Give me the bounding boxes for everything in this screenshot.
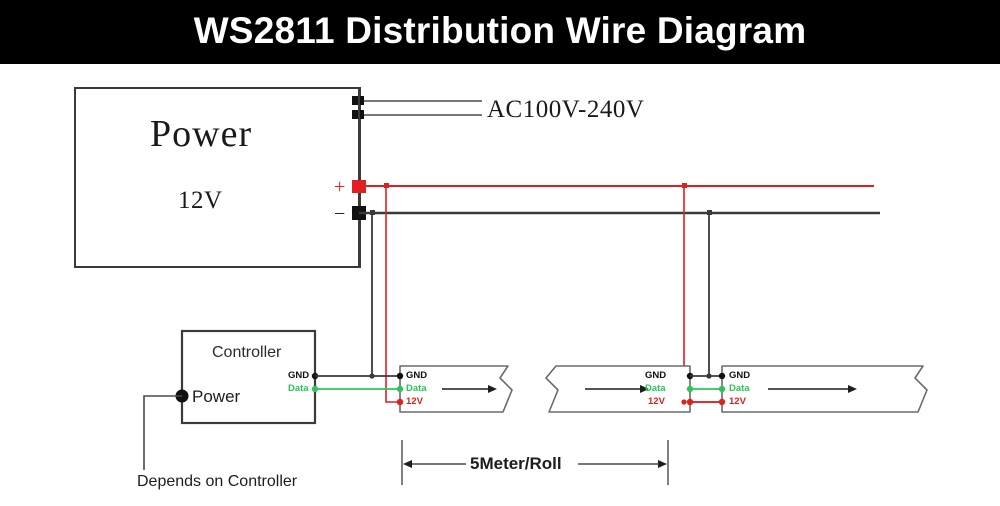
strip3-12v-pin-dot xyxy=(718,398,726,406)
strip2-pin-data-label: Data xyxy=(645,383,666,394)
gnd-junction-dot-strip3 xyxy=(706,373,712,379)
strip1-pin-12v-label: 12V xyxy=(406,396,423,407)
ac-input-label: AC100V-240V xyxy=(487,96,645,123)
gnd-junction-dot-strip1 xyxy=(369,373,375,379)
power-supply-voltage: 12V xyxy=(178,187,223,214)
dimension-arrow-left xyxy=(403,460,412,468)
controller-box xyxy=(180,329,317,425)
controller-pin-gnd-label: GND xyxy=(288,370,310,381)
dimension-arrow-right xyxy=(658,460,667,468)
power-supply-box xyxy=(74,87,361,268)
strip2-flow-arrow-head xyxy=(640,385,649,393)
strip3-pin-data-label: Data xyxy=(729,383,750,394)
strip1-gnd-pin-dot xyxy=(396,372,404,380)
strip3-pin-gnd-label: GND xyxy=(729,370,751,381)
controller-note: Depends on Controller xyxy=(137,473,298,490)
positive-terminal-label: + xyxy=(334,176,346,198)
strip3-gnd-pin-dot xyxy=(718,372,726,380)
strip1-pin-data-label: Data xyxy=(406,383,427,394)
strip3-pin-12v-label: 12V xyxy=(729,396,746,407)
positive-bus-tap-1 xyxy=(384,183,389,188)
title-bar xyxy=(0,0,1000,64)
dimension-label: 5Meter/Roll xyxy=(470,454,562,473)
controller-pin-data-label: Data xyxy=(288,383,309,394)
strip1-flow-arrow-head xyxy=(488,385,497,393)
strip3-data-pin-dot xyxy=(718,385,726,393)
positive-drop-strip1 xyxy=(385,186,400,403)
strip1-data-pin-dot xyxy=(396,385,404,393)
controller-title: Controller xyxy=(212,344,282,361)
strip2-pin-12v-label: 12V xyxy=(648,396,665,407)
ground-bus-tap-1 xyxy=(370,210,375,215)
strip1-12v-pin-dot xyxy=(396,398,404,406)
strip2-pin-gnd-label: GND xyxy=(645,370,667,381)
page-title: WS2811 Distribution Wire Diagram xyxy=(193,10,807,51)
positive-junction-dot-strip3 xyxy=(681,399,687,405)
positive-bus-tap-2 xyxy=(682,183,687,188)
controller-power-lead xyxy=(143,395,182,470)
power-supply-name: Power xyxy=(150,113,253,155)
strip3-flow-arrow-head xyxy=(848,385,857,393)
ground-bus-tap-2 xyxy=(707,210,712,215)
controller-power-pin-label: Power xyxy=(192,387,241,406)
strip1-pin-gnd-label: GND xyxy=(406,370,428,381)
negative-terminal-label: − xyxy=(334,203,346,225)
